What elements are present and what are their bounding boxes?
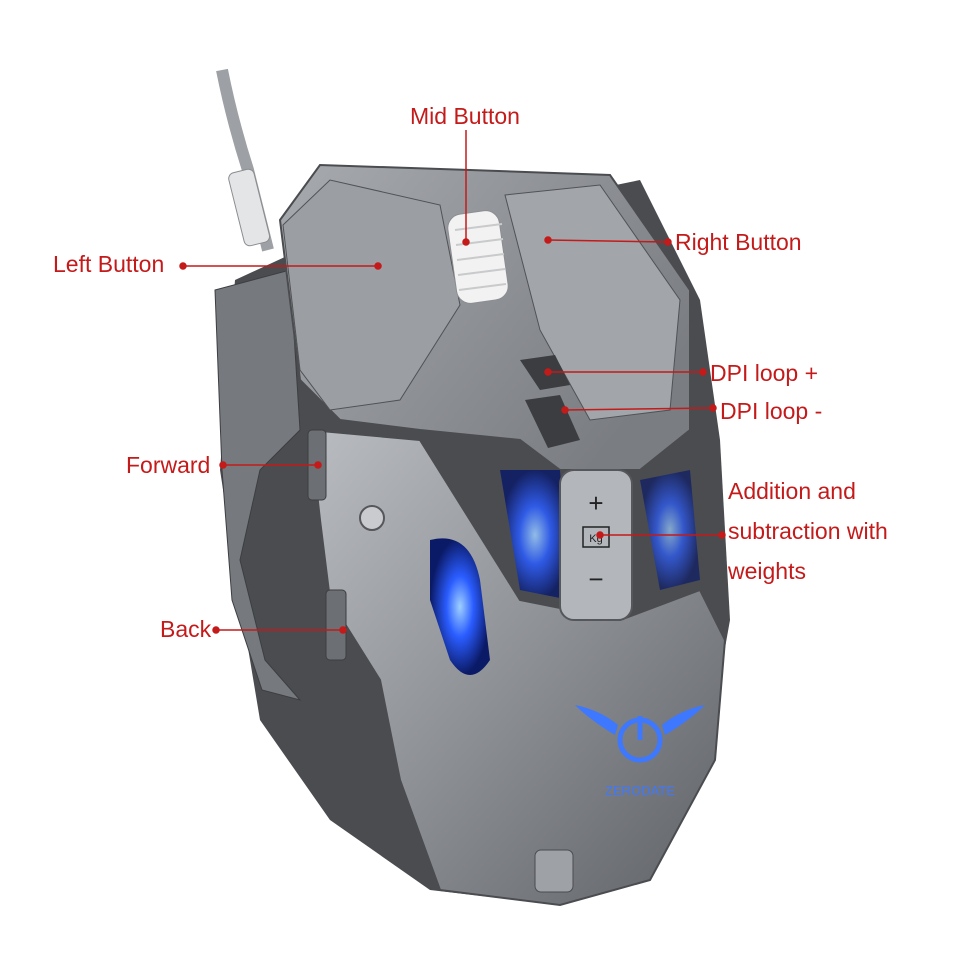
- weight-plus-sign: +: [588, 488, 603, 518]
- leader-right: [547, 239, 669, 243]
- label-dpi-plus: DPI loop +: [710, 360, 819, 386]
- label-back: Back: [160, 616, 212, 642]
- right-button-shape: [504, 184, 681, 421]
- cable-connector: [228, 168, 271, 247]
- label-dpi-minus: DPI loop -: [720, 398, 823, 424]
- front-shell: [308, 428, 727, 907]
- led-window-right: [640, 470, 700, 590]
- leader-dpi-minus: [564, 407, 714, 411]
- label-forward: Forward: [126, 452, 211, 478]
- back-side-button: [325, 589, 347, 661]
- mouse-cable: [216, 68, 274, 252]
- weight-minus-sign: −: [588, 564, 603, 594]
- label-right-button: Right Button: [675, 229, 802, 255]
- side-grip: [214, 269, 302, 701]
- left-button-shape: [282, 179, 461, 411]
- label-weights-line3: weights: [728, 558, 806, 584]
- bottom-screw: [534, 849, 574, 893]
- side-screw: [359, 505, 385, 531]
- dpi-minus-button: [525, 395, 580, 448]
- led-window-center: [500, 470, 570, 600]
- label-weights-line1: Addition and: [728, 478, 856, 504]
- label-weights: Addition and subtraction with weights: [728, 471, 888, 591]
- label-weights-line2: subtraction with: [728, 518, 888, 544]
- brand-logo: ZERODATE: [575, 705, 705, 798]
- logo-wordmark: ZERODATE: [605, 783, 675, 798]
- label-left-button: Left Button: [53, 251, 165, 277]
- weight-button: [559, 469, 633, 621]
- weight-kg-box: [582, 526, 610, 548]
- led-window-left: [430, 538, 490, 675]
- label-mid-button: Mid Button: [410, 103, 520, 129]
